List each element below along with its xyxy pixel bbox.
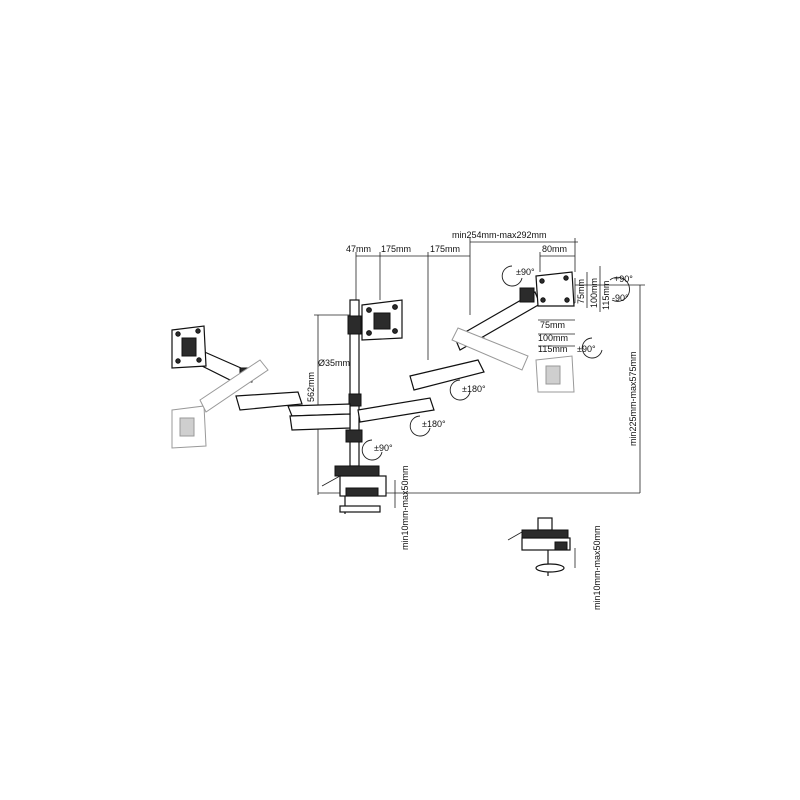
label-175mm-a: 175mm: [381, 244, 411, 254]
label-rot90-bottom: ±90°: [374, 443, 393, 453]
label-vesa-75-v: 75mm: [576, 279, 586, 304]
rotation-arrows: [361, 265, 630, 461]
label-vesa-75-h: 75mm: [540, 320, 565, 330]
label-80mm: 80mm: [542, 244, 567, 254]
label-clamp-range: min10mm-max50mm: [400, 465, 410, 550]
label-height-range: min225mm-max575mm: [628, 351, 638, 446]
right-arm: [357, 271, 575, 423]
pole-assembly: [321, 299, 387, 514]
dimension-lines: [314, 238, 645, 568]
label-rot180-right: ±180°: [462, 384, 486, 394]
label-562mm: 562mm: [306, 372, 316, 402]
label-vesa-100-v: 100mm: [589, 278, 599, 308]
label-grommet-range: min10mm-max50mm: [592, 525, 602, 610]
label-175mm-b: 175mm: [430, 244, 460, 254]
label-47mm: 47mm: [346, 244, 371, 254]
label-tilt-up: +90°: [614, 274, 633, 284]
center-vesa-head: [361, 299, 403, 341]
label-d35mm: Ø35mm: [318, 358, 350, 368]
label-swivel-top: ±90°: [516, 267, 535, 277]
left-arm: [171, 325, 351, 449]
label-vesa-100-h: 100mm: [538, 333, 568, 343]
label-vesa-115-h: 115mm: [538, 344, 567, 354]
label-rot180-center: ±180°: [422, 419, 446, 429]
label-min254-max292: min254mm-max292mm: [452, 230, 547, 240]
label-swivel-head: ±90°: [577, 344, 596, 354]
label-vesa-115-v: 115mm: [601, 281, 611, 310]
label-tilt-down: -90°: [612, 293, 629, 303]
dimension-labels: 47mm 175mm 175mm min254mm-max292mm 80mm …: [306, 230, 638, 610]
grommet-mount: [507, 517, 571, 576]
